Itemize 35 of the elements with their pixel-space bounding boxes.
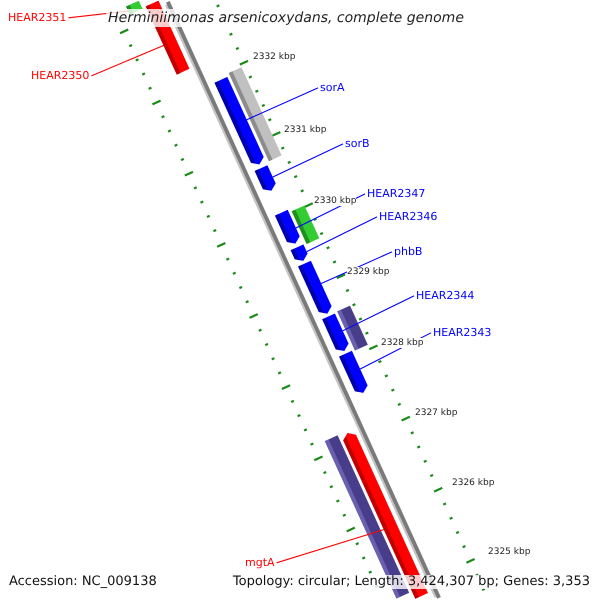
leader-line: [276, 529, 384, 564]
scale-label: 2328 kbp: [381, 338, 424, 348]
leader-line: [321, 251, 392, 284]
gene-label: sorB: [345, 138, 370, 150]
scale-label: 2325 kbp: [488, 547, 530, 558]
gene-label: sorA: [320, 82, 345, 94]
scale-label: 2329 kbp: [347, 267, 390, 278]
title: Herminiimonas arsenicoxydans, complete genome: [106, 9, 466, 28]
leader-line: [91, 45, 164, 76]
leader-line: [272, 143, 344, 178]
gene-bar: [298, 260, 332, 314]
accession-text: Accession: NC_009138: [9, 574, 157, 590]
scale-label: 2331 kbp: [284, 125, 326, 136]
gene-bar: [228, 67, 282, 162]
gene-label: HEAR2346: [379, 210, 438, 224]
gene-label: HEAR2347: [367, 188, 426, 200]
gene-bar: [337, 306, 368, 350]
gene-bar: [290, 244, 308, 261]
genome-info-text: Topology: circular; Length: 3,424,307 bp; Genes: 3,353: [232, 574, 590, 590]
gene-label: HEAR2351: [8, 12, 66, 24]
scale-label: 2330 kbp: [314, 196, 356, 206]
scale-label: 2326 kbp: [452, 478, 494, 488]
gene-label: mgtA: [245, 556, 275, 570]
gene-bar: [254, 165, 276, 191]
scale-label: 2332 kbp: [253, 52, 296, 62]
gene-bar: [292, 206, 320, 244]
leader-line: [246, 87, 318, 120]
gene-label: HEAR2343: [433, 326, 492, 340]
gene-label: phbB: [394, 246, 422, 258]
gene-label: HEAR2344: [416, 290, 474, 302]
gene-label: HEAR2350: [31, 70, 90, 82]
gene-bar: [339, 350, 368, 393]
leader-line: [306, 216, 378, 252]
scale-label: 2327 kbp: [415, 408, 458, 418]
leader-line: [342, 295, 414, 332]
